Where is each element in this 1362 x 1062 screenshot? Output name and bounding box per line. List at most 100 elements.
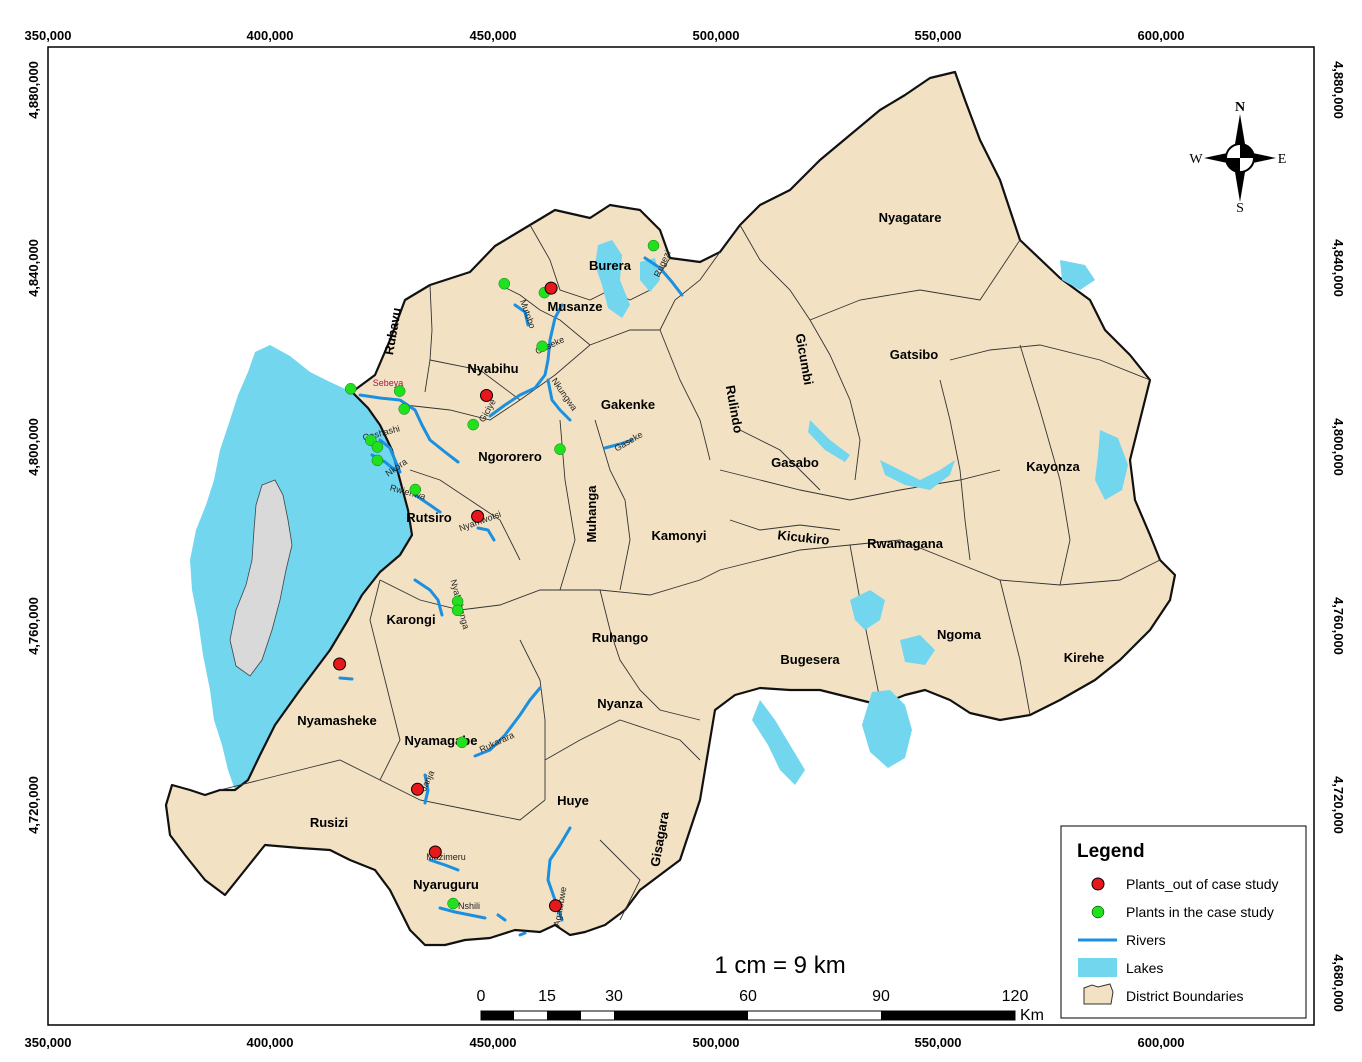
plant-in-case-study-marker	[409, 483, 422, 496]
plant-in-case-study-marker	[536, 340, 548, 353]
scale-tick: 60	[739, 988, 757, 1005]
district-label: Gatsibo	[890, 347, 938, 362]
x-tick-label: 550,000	[915, 1035, 962, 1050]
river-label: Nshili	[458, 901, 480, 911]
district-label: Muhanga	[584, 485, 599, 543]
district-label: Nyabihu	[467, 361, 518, 376]
plant-in-case-study-marker	[554, 443, 566, 455]
plant-in-case-study-marker	[393, 385, 406, 397]
district-label: Rutsiro	[406, 510, 452, 525]
plant-in-case-study-marker	[371, 441, 384, 453]
district-label: Ngororero	[478, 449, 542, 464]
y-tick-label: 4,880,000	[26, 61, 41, 119]
legend-swatch-plant-out	[1091, 877, 1105, 891]
x-tick-label: 550,000	[915, 28, 962, 43]
district-label: Kayonza	[1026, 459, 1080, 474]
plant-in-case-study-marker	[647, 239, 660, 252]
plant-out-of-case-study-marker	[428, 845, 442, 859]
plant-in-case-study-marker	[467, 418, 479, 431]
plant-in-case-study-marker	[498, 277, 511, 290]
y-tick-label: 4,680,000	[1331, 954, 1346, 1012]
x-tick-label: 500,000	[693, 28, 740, 43]
district-label: Karongi	[386, 612, 435, 627]
x-axis-ticks-top: 350,000 400,000 450,000 500,000 550,000 …	[25, 28, 1185, 43]
scale-tick: 15	[538, 988, 556, 1005]
legend-swatch-plant-in	[1091, 905, 1105, 919]
scale-bar: 1 cm = 9 km 0 15 30 60 90 120 Km	[477, 952, 1044, 1024]
legend-swatch-district	[1083, 983, 1114, 1005]
legend-label: Rivers	[1126, 932, 1166, 948]
plants-layer	[333, 239, 660, 913]
plant-in-case-study-marker	[344, 383, 357, 395]
district-label: Nyaruguru	[413, 877, 479, 892]
scale-tick: 90	[872, 988, 890, 1005]
y-tick-label: 4,760,000	[26, 597, 41, 655]
plant-out-of-case-study-marker	[333, 657, 347, 671]
district-label: Gasabo	[771, 455, 819, 470]
scale-unit: Km	[1020, 1007, 1044, 1024]
compass-n: N	[1235, 100, 1245, 115]
district-label: Ngoma	[937, 627, 982, 642]
x-tick-label: 350,000	[25, 28, 72, 43]
district-label: Rwamagana	[867, 536, 944, 551]
scale-tick: 120	[1002, 988, 1029, 1005]
y-tick-label: 4,800,000	[1331, 418, 1346, 476]
district-label: Kamonyi	[652, 528, 707, 543]
legend-title: Legend	[1077, 841, 1145, 862]
compass-w: W	[1189, 152, 1203, 167]
district-label: Nyamasheke	[297, 713, 377, 728]
district-boundaries	[219, 224, 1161, 921]
scale-tick: 0	[477, 988, 486, 1005]
y-tick-label: 4,840,000	[1331, 239, 1346, 297]
plant-in-case-study-marker	[398, 403, 410, 415]
legend-label: District Boundaries	[1126, 988, 1244, 1004]
district-label: Kirehe	[1064, 650, 1104, 665]
x-tick-label: 400,000	[247, 28, 294, 43]
lake-kivu	[190, 345, 412, 790]
x-axis-ticks-bottom: 350,000 400,000 450,000 500,000 550,000 …	[25, 1035, 1185, 1050]
y-tick-label: 4,720,000	[26, 776, 41, 834]
district-label: Nyanza	[597, 696, 643, 711]
legend-swatch-lake	[1078, 958, 1117, 977]
district-label: Rusizi	[310, 815, 348, 830]
compass-e: E	[1278, 152, 1287, 167]
x-tick-label: 600,000	[1138, 1035, 1185, 1050]
district-label: Burera	[589, 258, 632, 273]
legend-label: Lakes	[1126, 960, 1163, 976]
plant-out-of-case-study-marker	[480, 389, 493, 402]
inland-lakes	[595, 240, 1128, 785]
river-label: Mazimeru	[426, 852, 466, 862]
district-label: Musanze	[548, 299, 603, 314]
district-labels: Nyagatare Burera Musanze Rubavu Nyabihu …	[297, 210, 1104, 892]
y-tick-label: 4,800,000	[26, 418, 41, 476]
y-axis-ticks-right: 4,880,000 4,840,000 4,800,000 4,760,000 …	[1331, 61, 1346, 1012]
district-label: Huye	[557, 793, 589, 808]
y-tick-label: 4,760,000	[1331, 597, 1346, 655]
scale-tick: 30	[605, 988, 623, 1005]
legend: Legend Plants_out of case study Plants i…	[1060, 825, 1307, 1019]
idjwi-island	[229, 479, 293, 677]
compass-s: S	[1236, 201, 1244, 216]
x-tick-label: 350,000	[25, 1035, 72, 1050]
plant-out-of-case-study-marker	[549, 899, 562, 913]
plant-in-case-study-marker	[447, 897, 459, 910]
x-tick-label: 400,000	[247, 1035, 294, 1050]
plant-in-case-study-marker	[371, 454, 384, 467]
district-label: Bugesera	[780, 652, 840, 667]
plant-out-of-case-study-marker	[544, 281, 558, 295]
y-tick-label: 4,720,000	[1331, 776, 1346, 834]
river-label: Sebeya	[373, 378, 404, 388]
y-tick-label: 4,840,000	[26, 239, 41, 297]
legend-label: Plants in the case study	[1126, 904, 1274, 920]
x-tick-label: 450,000	[470, 1035, 517, 1050]
x-tick-label: 500,000	[693, 1035, 740, 1050]
plant-out-of-case-study-marker	[411, 782, 424, 796]
y-axis-ticks-left: 4,880,000 4,840,000 4,800,000 4,760,000 …	[26, 61, 41, 834]
plant-in-case-study-marker	[456, 736, 468, 749]
plant-in-case-study-marker	[451, 604, 464, 617]
district-label: Kicukiro	[777, 527, 830, 547]
legend-label: Plants_out of case study	[1126, 876, 1279, 892]
north-arrow: N S E W	[1189, 100, 1286, 216]
plant-out-of-case-study-marker	[471, 509, 485, 523]
